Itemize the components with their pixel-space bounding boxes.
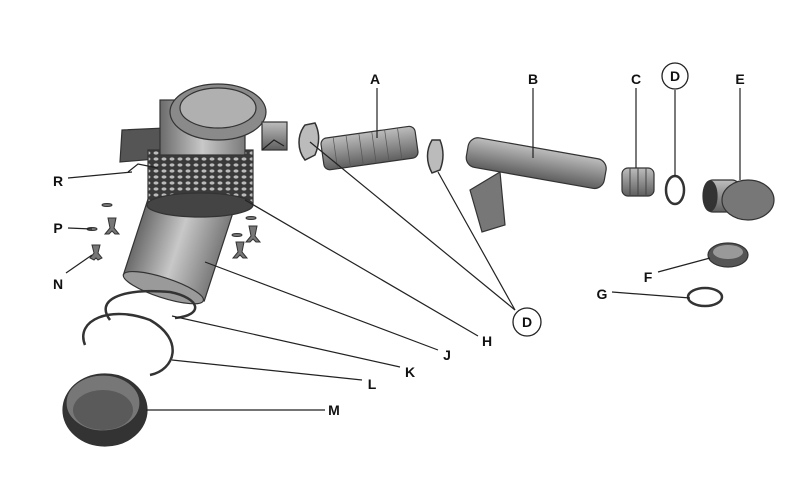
label-j: J bbox=[443, 347, 451, 363]
intake-pipe-b bbox=[465, 137, 607, 233]
sleeve-f bbox=[707, 242, 749, 268]
label-c: C bbox=[631, 71, 641, 87]
wing-nut-icon bbox=[103, 217, 121, 235]
callout-labels: A B C D E R P N F G D H J K L M bbox=[53, 68, 745, 418]
oil-cup bbox=[62, 373, 148, 447]
band-clamp-k bbox=[104, 290, 197, 321]
leader-lines bbox=[65, 88, 741, 411]
clamp-latch-r bbox=[127, 139, 285, 173]
label-n: N bbox=[53, 276, 63, 292]
label-h: H bbox=[482, 333, 492, 349]
coupling-c bbox=[621, 167, 655, 197]
label-b: B bbox=[528, 71, 538, 87]
hose-clamp-left bbox=[298, 122, 320, 161]
outlet-stub bbox=[261, 121, 288, 151]
air-cleaner-assembly bbox=[119, 83, 288, 305]
label-k: K bbox=[405, 364, 415, 380]
label-l: L bbox=[368, 376, 377, 392]
label-a: A bbox=[370, 71, 380, 87]
label-d-top: D bbox=[670, 68, 680, 84]
wing-nut-icon bbox=[231, 241, 249, 259]
label-e: E bbox=[735, 71, 744, 87]
label-r: R bbox=[53, 173, 63, 189]
hose-a bbox=[320, 125, 419, 171]
label-m: M bbox=[328, 402, 340, 418]
label-d-bottom: D bbox=[522, 314, 532, 330]
hose-clamp-d bbox=[664, 174, 686, 206]
label-f: F bbox=[644, 269, 653, 285]
wing-nut-icon bbox=[244, 225, 262, 243]
callout-circle-d-bottom bbox=[512, 307, 542, 337]
band-clamp-l bbox=[82, 312, 174, 377]
elbow-cap-e bbox=[702, 179, 775, 221]
label-g: G bbox=[597, 286, 608, 302]
hose-clamp-middle bbox=[426, 139, 444, 174]
callout-circle-d-top bbox=[661, 62, 689, 90]
wing-nut-icon bbox=[89, 244, 103, 261]
label-p: P bbox=[53, 220, 62, 236]
hose-clamp-g bbox=[686, 286, 724, 308]
